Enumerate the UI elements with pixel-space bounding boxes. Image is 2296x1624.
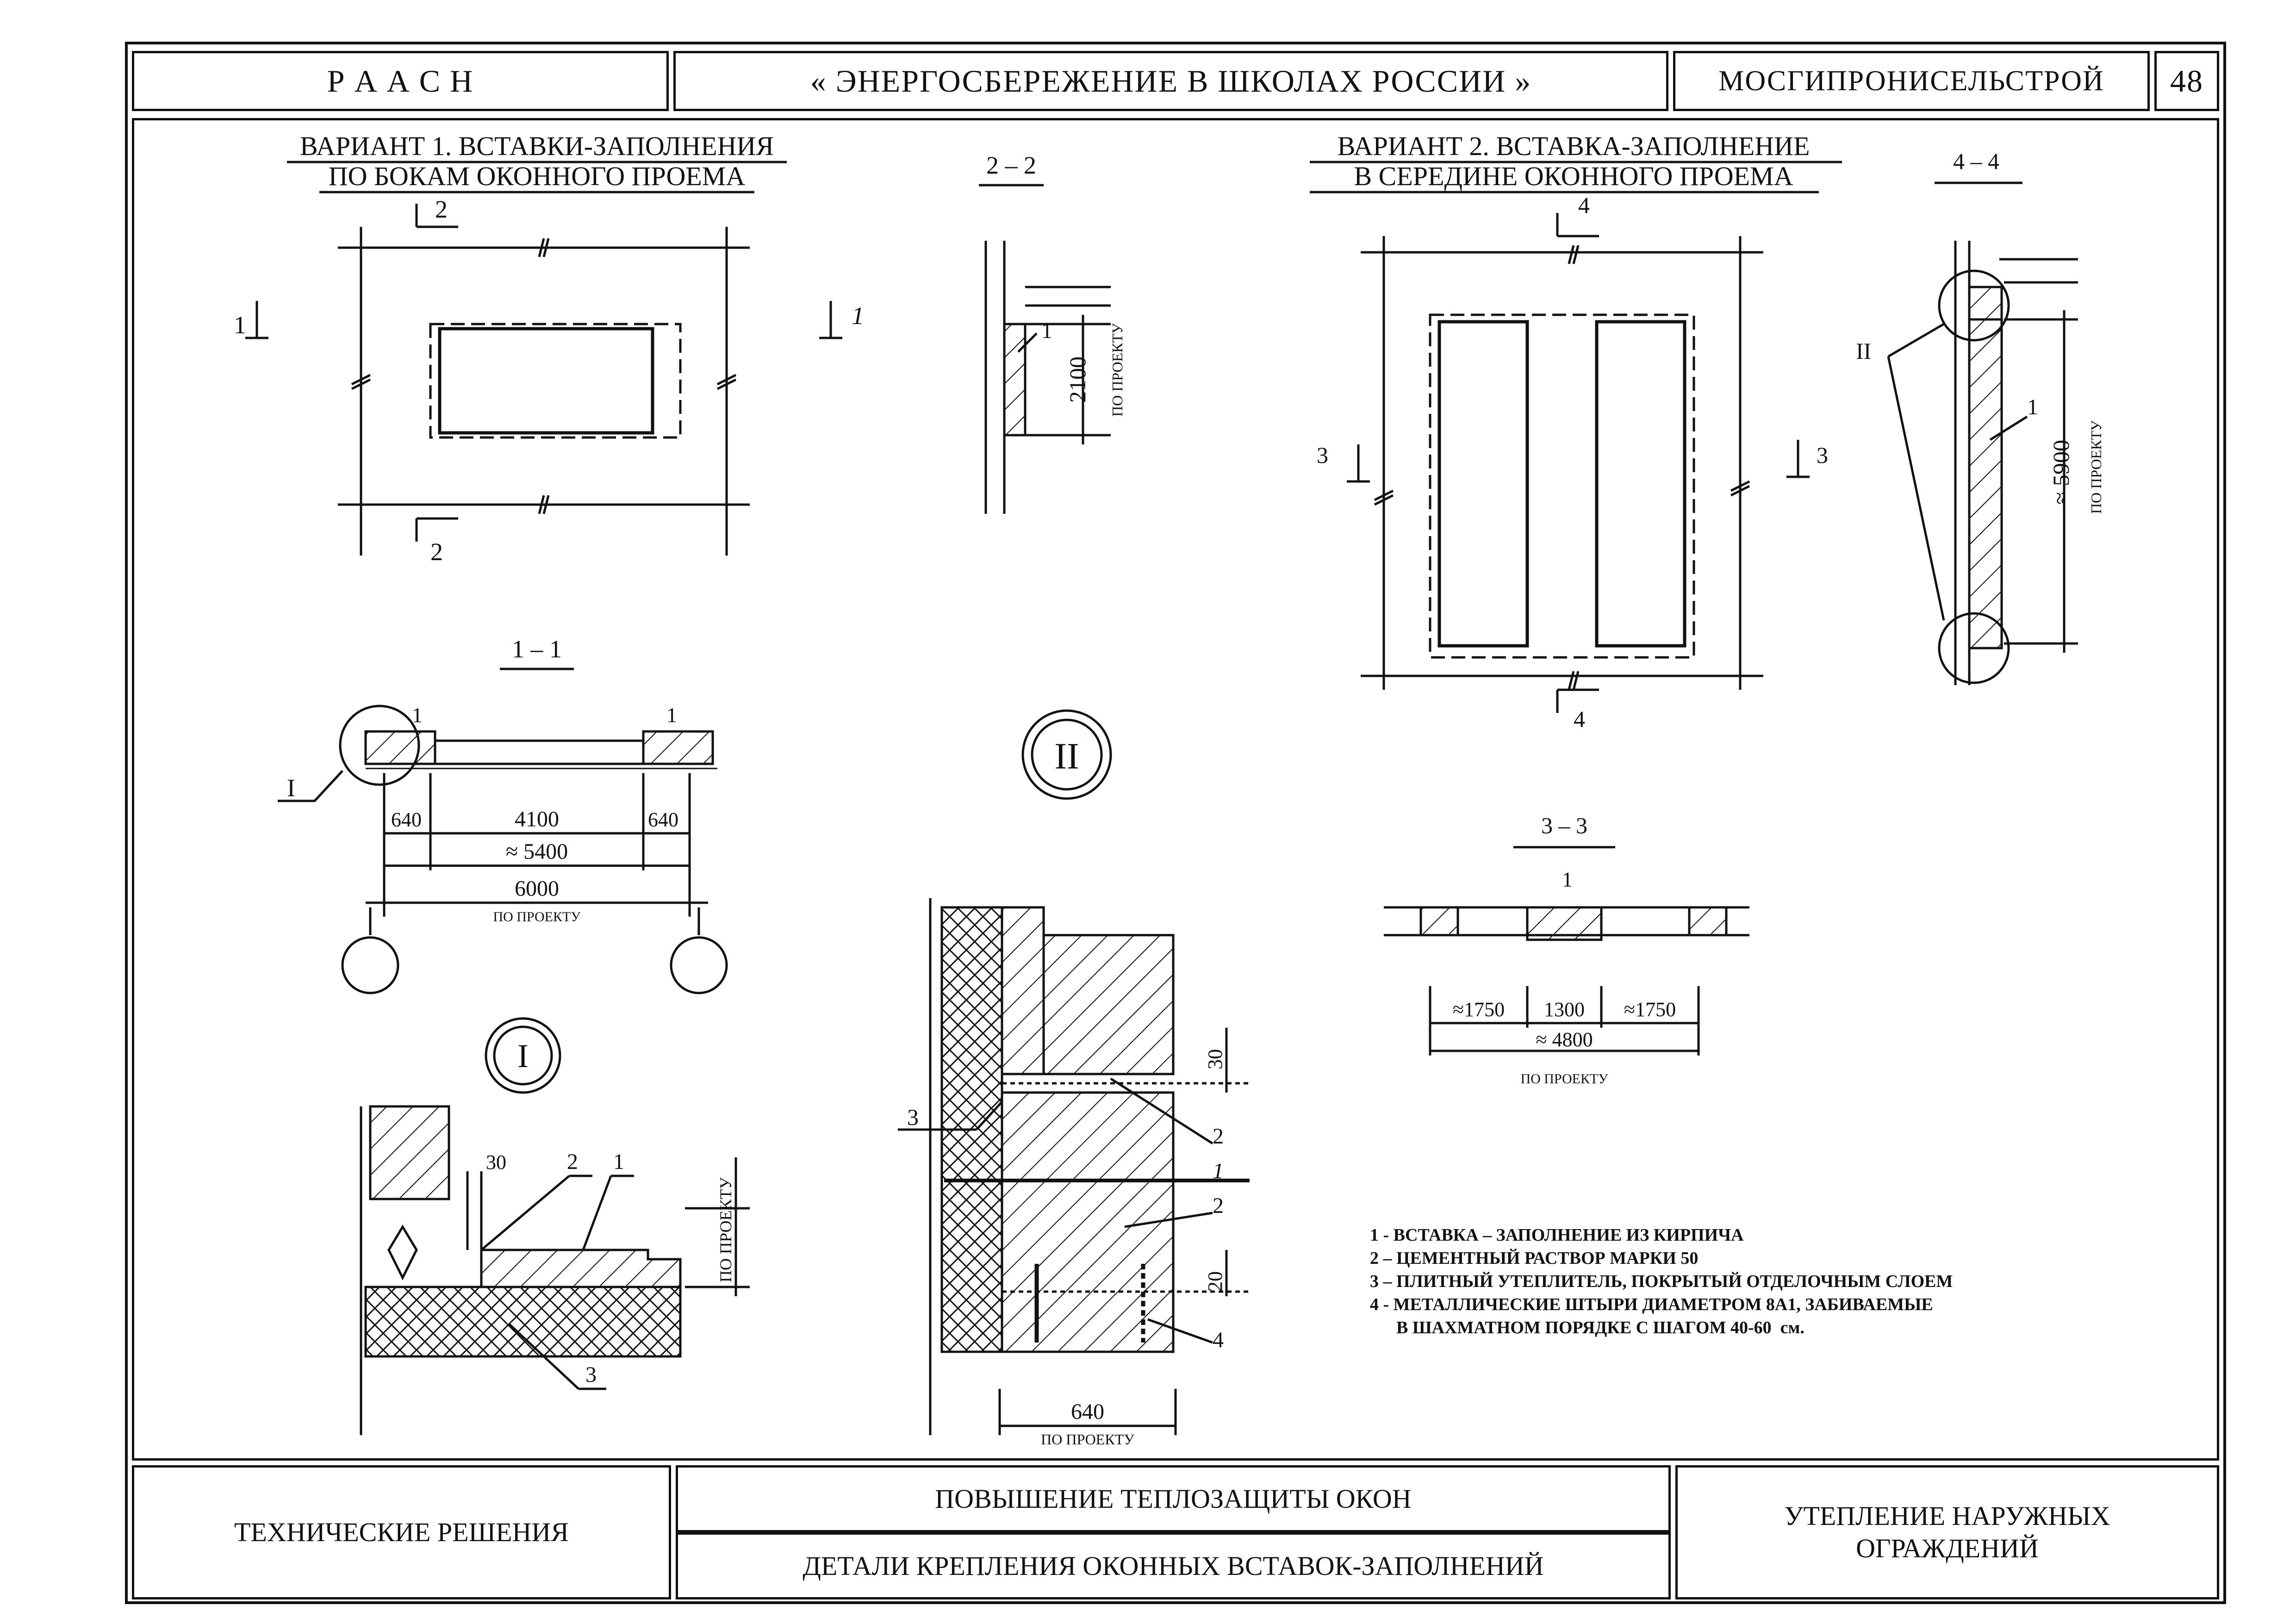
legend-item-4-cont: В ШАХМАТНОМ ПОРЯДКЕ С ШАГОМ 40-60 см. <box>1370 1318 1804 1337</box>
dim-6000: 6000 <box>515 876 559 901</box>
node-2-title: II <box>1054 736 1079 777</box>
section-4-4-title: 4 – 4 <box>1953 148 1999 174</box>
footer-sheet-title: ДЕТАЛИ КРЕПЛЕНИЯ ОКОННЫХ ВСТАВОК-ЗАПОЛНЕ… <box>803 1550 1544 1581</box>
legend-item-4: 4 - МЕТАЛЛИЧЕСКИЕ ШТЫРИ ДИАМЕТРОМ 8А1, З… <box>1370 1295 1933 1314</box>
dim-2100-note: ПО ПРОЕКТУ <box>1109 323 1126 417</box>
label-3-3-1: 1 <box>1562 868 1573 891</box>
label-node2-3: 3 <box>907 1104 919 1130</box>
mark-4-top: 4 <box>1578 192 1590 218</box>
variant1-title: ВАРИАНТ 1. ВСТАВКИ-ЗАПОЛНЕНИЯ ПО БОКАМ О… <box>287 131 787 194</box>
dim-node2-note: ПО ПРОЕКТУ <box>1041 1431 1134 1448</box>
legend-item-3: 3 – ПЛИТНЫЙ УТЕПЛИТЕЛЬ, ПОКРЫТЫЙ ОТДЕЛОЧ… <box>1370 1272 1953 1291</box>
footer-section-line2: ОГРАЖДЕНИЙ <box>1856 1533 2039 1563</box>
mark-1-right: 1 <box>852 302 864 330</box>
header-org-cell: Р А А С Н <box>132 51 669 111</box>
node-1-callout: I <box>287 774 295 802</box>
variant2-title-line1: ВАРИАНТ 2. ВСТАВКА-ЗАПОЛНЕНИЕ <box>1338 131 1810 161</box>
dim-1750-right: ≈1750 <box>1624 998 1676 1021</box>
dim-1300: 1300 <box>1544 998 1585 1021</box>
footer-topic: ПОВЫШЕНИЕ ТЕПЛОЗАЩИТЫ ОКОН <box>935 1483 1412 1514</box>
mark-2-top: 2 <box>435 195 448 223</box>
node-1-title: I <box>517 1037 529 1074</box>
variant1-title-line1: ВАРИАНТ 1. ВСТАВКИ-ЗАПОЛНЕНИЯ <box>300 131 774 161</box>
dim-640-right: 640 <box>648 808 678 831</box>
section-1-1-title: 1 – 1 <box>512 635 562 663</box>
dim-node2-20: 20 <box>1204 1271 1226 1292</box>
section-3-3-title: 3 – 3 <box>1541 812 1587 838</box>
legend-item-2: 2 – ЦЕМЕНТНЫЙ РАСТВОР МАРКИ 50 <box>1370 1249 1698 1268</box>
mark-3-left: 3 <box>1317 442 1328 468</box>
dim-6000-note: ПО ПРОЕКТУ <box>493 909 581 924</box>
dim-5400: ≈ 5400 <box>506 839 568 864</box>
label-node1-3: 3 <box>585 1362 597 1387</box>
label-1-1-left: 1 <box>412 703 423 727</box>
variant1-elevation: 2 2 1 1 <box>234 195 864 566</box>
section-4-4: 4 – 4 ≈ 5900 ПО ПРОЕКТУ II 1 <box>1856 148 2104 685</box>
footer-left-cell: ТЕХНИЧЕСКИЕ РЕШЕНИЯ <box>132 1465 671 1599</box>
footer-right-cell: УТЕПЛЕНИЕ НАРУЖНЫХ ОГРАЖДЕНИЙ <box>1675 1465 2219 1599</box>
variant2-title-line2: В СЕРЕДИНЕ ОКОННОГО ПРОЕМА <box>1354 161 1793 191</box>
dim-4800: ≈ 4800 <box>1536 1028 1593 1051</box>
label-1-1-right: 1 <box>666 703 677 727</box>
dim-5900: ≈ 5900 <box>2048 440 2074 505</box>
node-1-detail: I 30 2 1 3 ПО ПРОЕКТУ <box>360 1017 750 1435</box>
label-node1-1: 1 <box>613 1149 624 1174</box>
footer-section-line1: УТЕПЛЕНИЕ НАРУЖНЫХ <box>1784 1501 2110 1531</box>
label-2-2-1: 1 <box>1041 319 1052 343</box>
section-3-3: 3 – 3 1 ≈1750 1300 ≈1750 ≈ 4800 ПО ПРОЕК… <box>1384 812 1749 1087</box>
header-title-cell: « ЭНЕРГОСБЕРЕЖЕНИЕ В ШКОЛАХ РОССИИ » <box>673 51 1668 111</box>
label-node1-2: 2 <box>567 1149 578 1174</box>
sheet-inner-frame <box>132 118 2219 1461</box>
mark-3-right: 3 <box>1817 442 1828 468</box>
mark-2-bottom: 2 <box>430 538 443 566</box>
mark-4-bottom: 4 <box>1574 706 1585 732</box>
label-node2-1: 1 <box>1213 1159 1224 1183</box>
dim-node2-30: 30 <box>1204 1049 1226 1069</box>
legend-item-1: 1 - ВСТАВКА – ЗАПОЛНЕНИЕ ИЗ КИРПИЧА <box>1370 1225 1744 1245</box>
header-institute: МОСГИПРОНИСЕЛЬСТРОЙ <box>1718 65 2104 97</box>
dim-node2-640: 640 <box>1071 1399 1104 1424</box>
mark-1-left: 1 <box>234 311 246 339</box>
footer-center-top-cell: ПОВЫШЕНИЕ ТЕПЛОЗАЩИТЫ ОКОН <box>676 1465 1671 1532</box>
label-node2-2a: 2 <box>1213 1124 1224 1149</box>
dim-640-left: 640 <box>391 808 422 831</box>
dim-node1-30: 30 <box>486 1151 506 1174</box>
section-2-2-title: 2 – 2 <box>986 151 1036 179</box>
dim-4800-note: ПО ПРОЕКТУ <box>1520 1071 1608 1087</box>
legend: 1 - ВСТАВКА – ЗАПОЛНЕНИЕ ИЗ КИРПИЧА 2 – … <box>1370 1225 1953 1337</box>
header-sheet-cell: 48 <box>2154 51 2219 111</box>
dim-1750-left: ≈1750 <box>1453 998 1505 1021</box>
dim-4100: 4100 <box>515 807 559 831</box>
header-title: « ЭНЕРГОСБЕРЕЖЕНИЕ В ШКОЛАХ РОССИИ » <box>810 63 1532 99</box>
variant2-elevation: 4 4 3 3 <box>1317 192 1828 732</box>
footer-center-bottom-cell: ДЕТАЛИ КРЕПЛЕНИЯ ОКОННЫХ ВСТАВОК-ЗАПОЛНЕ… <box>676 1532 1671 1599</box>
section-2-2: 2 – 2 2100 ПО ПРОЕКТУ 1 <box>979 151 1126 514</box>
section-1-1: 1 – 1 I 1 1 640 4100 640 ≈ 5400 6000 <box>278 635 728 994</box>
dim-node1-note: ПО ПРОЕКТУ <box>716 1177 735 1282</box>
dim-5900-note: ПО ПРОЕКТУ <box>2088 420 2104 514</box>
variant2-title: ВАРИАНТ 2. ВСТАВКА-ЗАПОЛНЕНИЕ В СЕРЕДИНЕ… <box>1310 131 1842 194</box>
header-institute-cell: МОСГИПРОНИСЕЛЬСТРОЙ <box>1673 51 2150 111</box>
dim-2100: 2100 <box>1064 356 1090 403</box>
sheet-number: 48 <box>2170 63 2203 99</box>
label-node2-2b: 2 <box>1213 1193 1224 1218</box>
label-4-4-1: 1 <box>2027 395 2038 419</box>
label-node2-4: 4 <box>1213 1328 1224 1352</box>
footer-category: ТЕХНИЧЕСКИЕ РЕШЕНИЯ <box>234 1517 569 1548</box>
node-2-detail: II 3 2 1 2 4 30 20 <box>898 709 1250 1448</box>
variant1-title-line2: ПО БОКАМ ОКОННОГО ПРОЕМА <box>329 161 746 191</box>
node-2-callout: II <box>1856 338 1871 364</box>
header-org: Р А А С Н <box>327 63 474 99</box>
sheet-outer-frame <box>125 42 2226 1604</box>
